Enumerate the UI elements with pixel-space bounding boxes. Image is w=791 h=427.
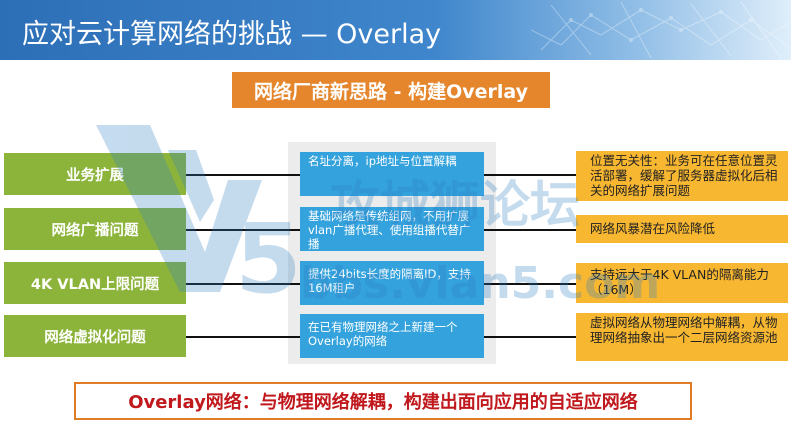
decorative-pattern bbox=[531, 1, 791, 59]
subtitle-banner: 网络厂商新思路 - 构建Overlay bbox=[232, 72, 550, 108]
right-box-location-independence: 位置无关性：业务可在任意位置灵活部署，缓解了服务器虚拟化后相关的网络扩展问题 bbox=[576, 151, 788, 201]
middle-box-isolation-id: 提供24bits长度的隔离ID，支持16M租户 bbox=[300, 261, 484, 305]
page-title: 应对云计算网络的挑战 — Overlay bbox=[22, 19, 442, 50]
left-box-business-expansion: 业务扩展 bbox=[4, 153, 186, 195]
right-box-storm-risk: 网络风暴潜在风险降低 bbox=[576, 215, 788, 243]
left-box-virtualization-problem: 网络虚拟化问题 bbox=[4, 315, 186, 357]
left-box-vlan-limit: 4K VLAN上限问题 bbox=[4, 262, 186, 304]
left-box-broadcast-problem: 网络广播问题 bbox=[4, 208, 186, 250]
middle-box-broadcast-proxy: 基础网络是传统组网，不用扩展vlan广播代理、使用组播代替广播 bbox=[300, 207, 484, 251]
middle-box-name-address-separation: 名址分离，ip地址与位置解耦 bbox=[300, 152, 484, 196]
right-box-decoupling: 虚拟网络从物理网络中解耦，从物理网络抽象出一个二层网络资源池 bbox=[576, 313, 788, 361]
title-bar: 应对云计算网络的挑战 — Overlay bbox=[0, 0, 791, 60]
right-box-isolation-capacity: 支持远大于4K VLAN的隔离能力（16M） bbox=[576, 263, 788, 303]
conclusion-banner: Overlay网络：与物理网络解耦，构建出面向应用的自适应网络 bbox=[74, 382, 692, 420]
middle-box-overlay-network: 在已有物理网络之上新建一个Overlay的网络 bbox=[300, 314, 484, 358]
